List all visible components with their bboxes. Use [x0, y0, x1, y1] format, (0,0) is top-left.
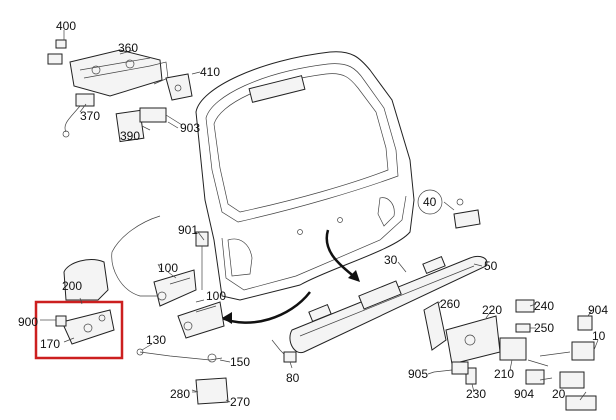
- label-400: 400: [56, 19, 76, 33]
- label-220: 220: [482, 303, 502, 317]
- label-250: 250: [534, 321, 554, 335]
- label-150: 150: [230, 355, 250, 369]
- label-360: 360: [118, 41, 138, 55]
- label-100-upper: 100: [158, 261, 178, 275]
- cable: [111, 215, 161, 297]
- label-905: 905: [408, 367, 428, 381]
- label-410: 410: [200, 65, 220, 79]
- label-230: 230: [466, 387, 486, 401]
- bracket-270: [195, 377, 229, 405]
- label-904-bottom: 904: [514, 387, 534, 401]
- part-labels: 400 360 410 370 390 903 40 901 100 100 2…: [18, 19, 608, 409]
- label-390: 390: [120, 129, 140, 143]
- label-40: 40: [423, 195, 437, 209]
- label-130: 130: [146, 333, 166, 347]
- callout-40-circle: [417, 189, 443, 215]
- label-10: 10: [592, 329, 606, 343]
- label-50: 50: [484, 259, 498, 273]
- label-20: 20: [552, 387, 566, 401]
- label-260: 260: [440, 297, 460, 311]
- latch-assembly: [423, 299, 549, 385]
- leader-lines: [40, 30, 599, 403]
- label-904-top: 904: [588, 303, 608, 317]
- label-210: 210: [494, 367, 514, 381]
- highlight-box: [34, 300, 124, 360]
- lock-cylinder-10: [539, 315, 595, 361]
- lock-170: [55, 309, 115, 345]
- rod-150: [139, 351, 223, 361]
- label-170: 170: [40, 337, 60, 351]
- handle-assembly-lower: [177, 301, 225, 339]
- tailgate: [195, 51, 415, 301]
- curved-arrows: [221, 229, 360, 324]
- label-270: 270: [230, 395, 250, 409]
- label-80: 80: [286, 371, 300, 385]
- cover-200: [63, 259, 109, 301]
- lock-cylinder-20: [525, 369, 597, 411]
- label-901: 901: [178, 223, 198, 237]
- label-900: 900: [18, 315, 38, 329]
- label-370: 370: [80, 109, 100, 123]
- handle-assembly-upper: [153, 263, 197, 307]
- label-280: 280: [170, 387, 190, 401]
- label-240: 240: [534, 299, 554, 313]
- label-903: 903: [180, 121, 200, 135]
- label-200: 200: [62, 279, 82, 293]
- trim-bar: [289, 255, 488, 354]
- label-30: 30: [384, 253, 398, 267]
- control-module: [47, 39, 193, 143]
- label-100-lower: 100: [206, 289, 226, 303]
